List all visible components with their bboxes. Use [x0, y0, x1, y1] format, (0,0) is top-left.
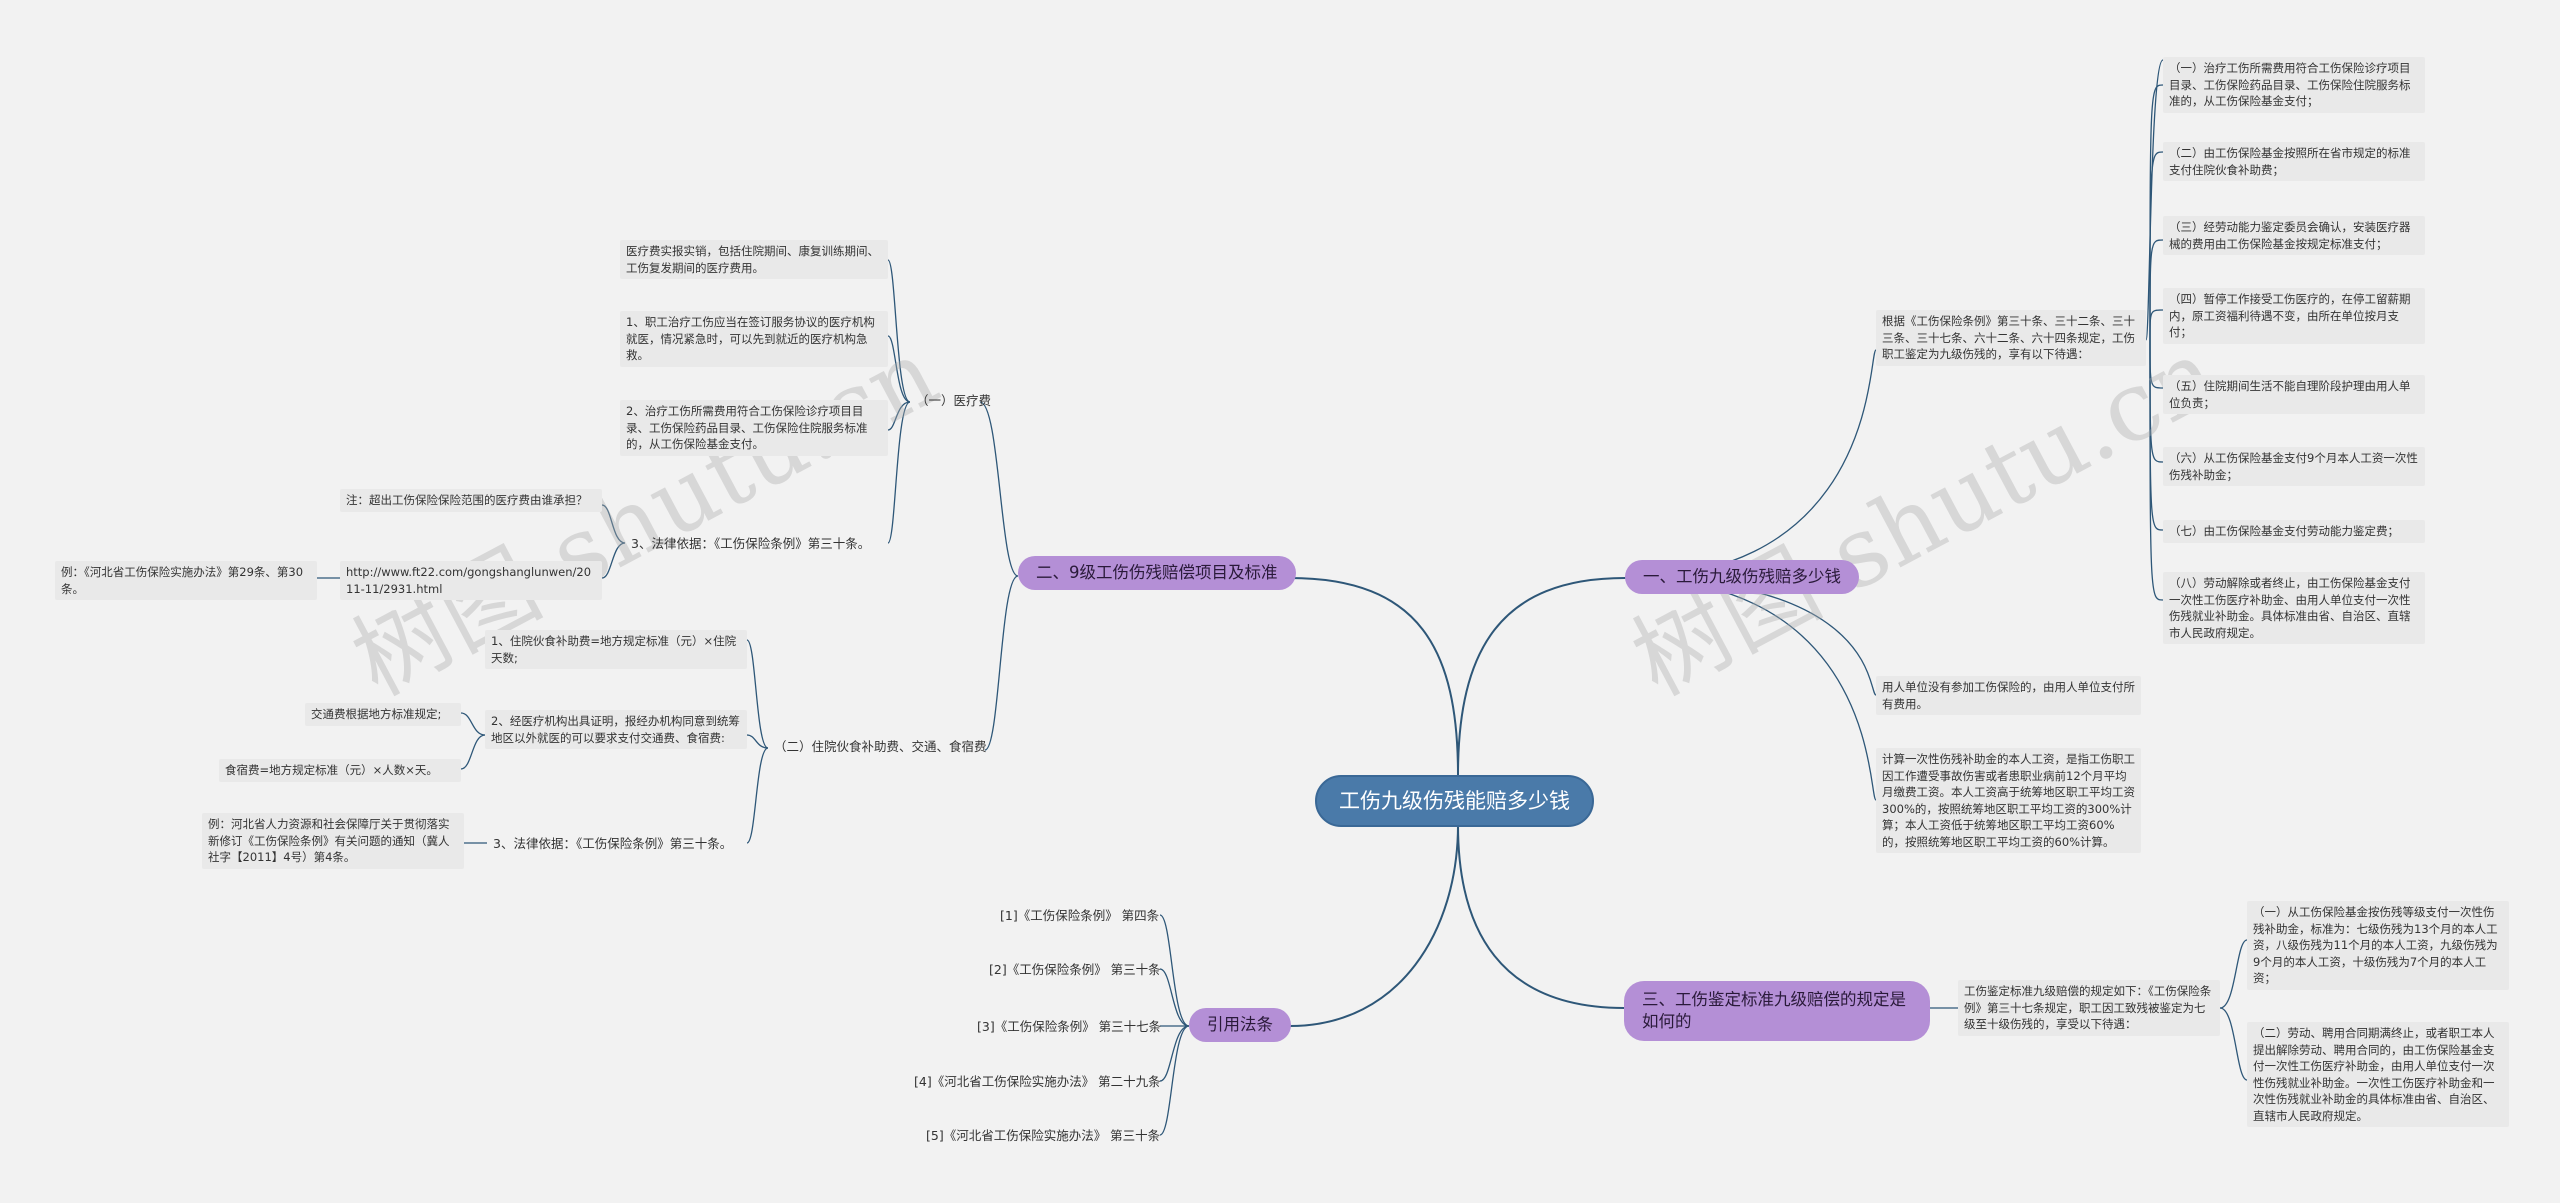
branch3-item[interactable]: （一）从工伤保险基金按伤残等级支付一次性伤残补助金，标准为：七级伤残为13个月的…	[2247, 901, 2509, 990]
connector-line	[2149, 309, 2164, 341]
medical-law-link[interactable]: http://www.ft22.com/gongshanglunwen/2011…	[340, 561, 602, 600]
meal-law[interactable]: 3、法律依据：《工伤保险条例》第三十条。	[493, 836, 733, 851]
medical-item[interactable]: 1、职工治疗工伤应当在签订服务协议的医疗机构就医，情况紧急时，可以先到就近的医疗…	[620, 311, 888, 367]
branch-compensation-items[interactable]: 二、9级工伤伤残赔偿项目及标准	[1018, 556, 1296, 590]
travel-fee-note[interactable]: 交通费根据地方标准规定;	[305, 703, 461, 726]
connector-line	[460, 734, 486, 770]
connector-line	[2149, 151, 2164, 341]
connector-line	[601, 504, 626, 544]
connector-line	[1457, 577, 1626, 776]
connector-line	[1289, 577, 1459, 776]
root-topic[interactable]: 工伤九级伤残能赔多少钱	[1315, 775, 1594, 827]
branch1-intro[interactable]: 根据《工伤保险条例》第三十条、三十二条、三十三条、三十七条、六十二条、六十四条规…	[1876, 310, 2146, 366]
connector-line	[2149, 339, 2164, 601]
connector-line	[984, 575, 1019, 751]
branch1-item[interactable]: （八）劳动解除或者终止，由工伤保险基金支付一次性工伤医疗补助金、由用人单位支付一…	[2163, 572, 2425, 644]
branch1-item[interactable]: （四）暂停工作接受工伤医疗的，在停工留薪期内，原工资福利待遇不变，由所在单位按月…	[2163, 288, 2425, 344]
connector-line	[1624, 349, 1877, 579]
connector-line	[2149, 84, 2164, 341]
cited-law-item[interactable]: [3]《工伤保险条例》 第三十七条	[977, 1019, 1162, 1034]
connector-line	[2149, 239, 2164, 341]
branch3-item[interactable]: （二）劳动、聘用合同期满终止，或者职工本人提出解除劳动、聘用合同的，由工伤保险基…	[2247, 1022, 2509, 1127]
sub-medical-fee[interactable]: （一）医疗费	[916, 393, 992, 408]
medical-item[interactable]: 医疗费实报实销，包括住院期间、康复训练期间、工伤复发期间的医疗费用。	[620, 240, 888, 279]
connector-line	[2149, 339, 2164, 531]
connector-line	[746, 734, 769, 749]
branch1-note[interactable]: 计算一次性伤残补助金的本人工资，是指工伤职工因工作遭受事故伤害或者患职业病前12…	[1876, 748, 2141, 853]
medical-example[interactable]: 例：《河北省工伤保险实施办法》第29条、第30条。	[55, 561, 317, 600]
medical-law[interactable]: 3、法律依据：《工伤保险条例》第三十条。	[631, 536, 871, 551]
connector-line	[1159, 1025, 1190, 1136]
medical-item[interactable]: 2、治疗工伤所需费用符合工伤保险诊疗项目目录、工伤保险药品目录、工伤保险住院服务…	[620, 400, 888, 456]
branch1-item[interactable]: （七）由工伤保险基金支付劳动能力鉴定费；	[2163, 520, 2425, 543]
branch1-item[interactable]: （三）经劳动能力鉴定委员会确认，安装医疗器械的费用由工伤保险基金按规定标准支付；	[2163, 216, 2425, 255]
meal-example[interactable]: 例：河北省人力资源和社会保障厅关于贯彻落实新修订《工伤保险条例》有关问题的通知（…	[202, 813, 464, 869]
connector-line	[1289, 824, 1459, 1027]
branch1-item[interactable]: （五）住院期间生活不能自理阶段护理由用人单位负责；	[2163, 375, 2425, 414]
connector-line	[887, 259, 911, 403]
connector-line	[887, 335, 911, 403]
connector-line	[2149, 339, 2164, 463]
meal-item[interactable]: 2、经医疗机构出具证明，报经办机构同意到统筹地区以外就医的可以要求支付交通费、食…	[485, 710, 747, 749]
connector-line	[887, 401, 911, 431]
connector-line	[979, 401, 1019, 577]
connector-line	[1159, 968, 1190, 1027]
connector-line	[601, 542, 626, 579]
connector-line	[1159, 1025, 1190, 1082]
connector-line	[2149, 339, 2164, 389]
connector-line	[1159, 914, 1190, 1027]
sub-meal-travel-fee[interactable]: （二）住院伙食补助费、交通、食宿费	[774, 739, 987, 754]
connector-line	[2145, 59, 2164, 341]
branch1-item[interactable]: （一）治疗工伤所需费用符合工伤保险诊疗项目目录、工伤保险药品目录、工伤保险住院服…	[2163, 57, 2425, 113]
branch-appraisal-standard[interactable]: 三、工伤鉴定标准九级赔偿的规定是如何的	[1624, 981, 1930, 1041]
connector-line	[2219, 939, 2248, 1009]
connector-line	[746, 639, 769, 749]
connector-line	[1624, 577, 1877, 801]
branch1-item[interactable]: （二）由工伤保险基金按照所在省市规定的标准支付住院伙食补助费；	[2163, 142, 2425, 181]
cited-law-item[interactable]: [4]《河北省工伤保险实施办法》 第二十九条	[914, 1074, 1161, 1089]
branch1-item[interactable]: （六）从工伤保险基金支付9个月本人工资一次性伤残补助金；	[2163, 447, 2425, 486]
lodging-fee-note[interactable]: 食宿费=地方规定标准（元）×人数×天。	[219, 759, 461, 782]
branch-nine-level-compensation[interactable]: 一、工伤九级伤残赔多少钱	[1625, 560, 1859, 594]
branch1-note[interactable]: 用人单位没有参加工伤保险的，由用人单位支付所有费用。	[1876, 676, 2141, 715]
branch-cited-laws[interactable]: 引用法条	[1189, 1008, 1291, 1042]
connector-line	[887, 401, 911, 544]
cited-law-item[interactable]: [1]《工伤保险条例》 第四条	[1000, 908, 1160, 923]
connector-line	[1457, 824, 1625, 1009]
connector-line	[746, 747, 769, 844]
cited-law-item[interactable]: [5]《河北省工伤保险实施办法》 第三十条	[926, 1128, 1161, 1143]
cited-law-item[interactable]: [2]《工伤保险条例》 第三十条	[989, 962, 1161, 977]
branch3-intro[interactable]: 工伤鉴定标准九级赔偿的规定如下：《工伤保险条例》第三十七条规定，职工因工致残被鉴…	[1958, 980, 2220, 1036]
connector-line	[2219, 1007, 2248, 1081]
meal-item[interactable]: 1、住院伙食补助费=地方规定标准（元）×住院天数;	[485, 630, 747, 669]
medical-law-note[interactable]: 注：超出工伤保险保险范围的医疗费由谁承担？	[340, 489, 602, 512]
connector-line	[460, 712, 486, 736]
connector-line	[1624, 577, 1877, 696]
